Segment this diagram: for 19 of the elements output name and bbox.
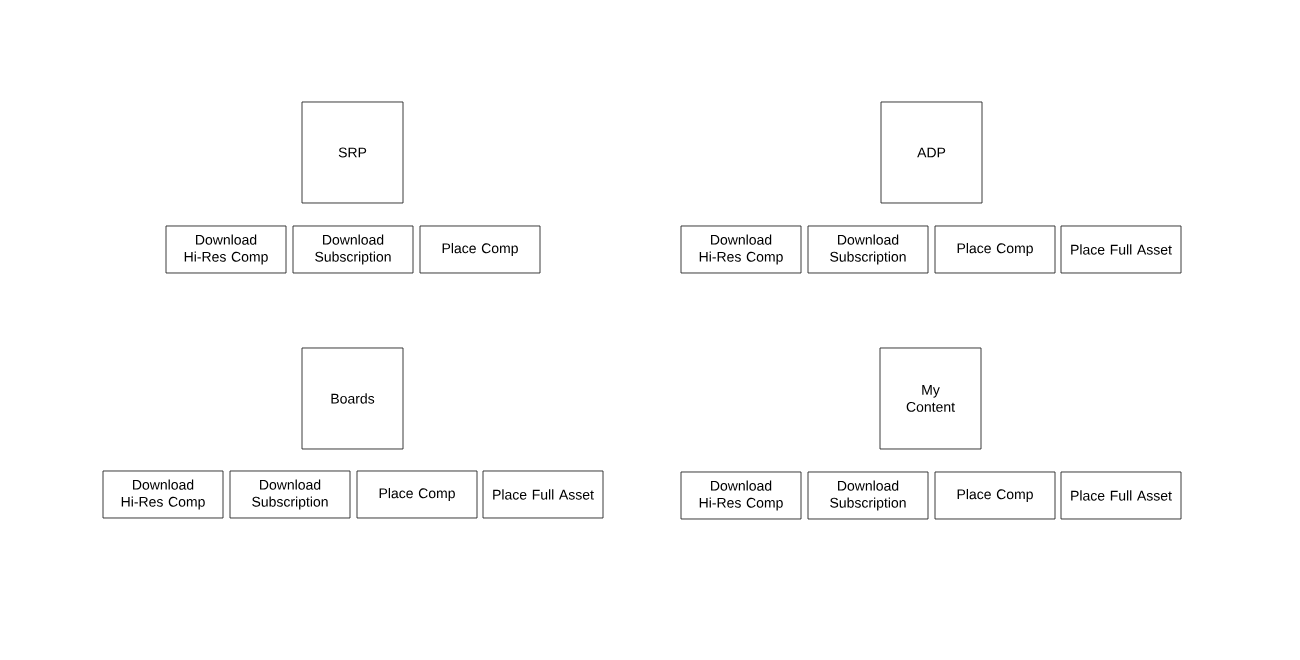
- action-box: Place Comp: [934, 225, 1056, 274]
- action-box: Download Hi-Res Comp: [680, 225, 802, 274]
- page-box: My Content: [879, 347, 982, 450]
- action-box: Place Full Asset: [1060, 225, 1182, 274]
- action-box: Download Hi-Res Comp: [165, 225, 287, 274]
- action-box: Download Subscription: [807, 471, 929, 520]
- action-box: Place Comp: [356, 470, 478, 519]
- action-box: Place Full Asset: [482, 470, 604, 519]
- action-box: Download Hi-Res Comp: [680, 471, 802, 520]
- action-box: Download Subscription: [229, 470, 351, 519]
- action-box: Download Subscription: [807, 225, 929, 274]
- action-box: Download Subscription: [292, 225, 414, 274]
- action-box: Download Hi-Res Comp: [102, 470, 224, 519]
- page-box: ADP: [880, 101, 983, 204]
- action-box: Place Comp: [419, 225, 541, 274]
- action-box: Place Comp: [934, 471, 1056, 520]
- page-box: Boards: [301, 347, 404, 450]
- page-box: SRP: [301, 101, 404, 204]
- action-box: Place Full Asset: [1060, 471, 1182, 520]
